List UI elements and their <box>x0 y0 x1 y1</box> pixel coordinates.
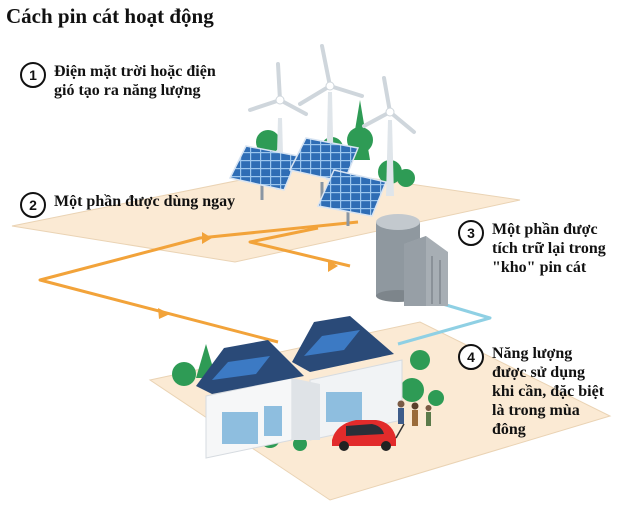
step-number: 1 <box>20 62 46 88</box>
step-text: Năng lượng được sử dụng khi cần, đặc biệ… <box>492 345 605 438</box>
step-number: 2 <box>20 192 46 218</box>
electric-car <box>332 420 405 451</box>
storage-feed-line <box>248 226 351 268</box>
flow-arrow-3 <box>328 260 338 272</box>
step-text: Một phần được dùng ngay <box>54 193 236 210</box>
step-text: Một phần được tích trữ lại trong "kho" p… <box>492 221 606 276</box>
stored-energy-line <box>397 300 492 346</box>
flow-arrow-1 <box>202 232 212 244</box>
step-number: 3 <box>458 220 484 246</box>
step-text: Điện mặt trời hoặc điện gió tạo ra năng … <box>54 63 216 99</box>
step-4: 4 Năng lượng được sử dụng khi cần, đặc b… <box>458 344 604 439</box>
people <box>397 400 432 426</box>
step-3: 3 Một phần được tích trữ lại trong "kho"… <box>458 220 606 277</box>
wind-turbine-3 <box>362 76 416 196</box>
house-right <box>292 316 403 441</box>
step-number: 4 <box>458 344 484 370</box>
sand-battery-silo <box>376 214 448 306</box>
page-title: Cách pin cát hoạt động <box>6 4 214 28</box>
step-1: 1 Điện mặt trời hoặc điện gió tạo ra năn… <box>20 62 216 100</box>
house-left <box>196 340 320 459</box>
flow-arrow-2 <box>158 308 170 319</box>
solar-panels <box>228 137 388 226</box>
step-2: 2 Một phần được dùng ngay <box>20 192 235 218</box>
